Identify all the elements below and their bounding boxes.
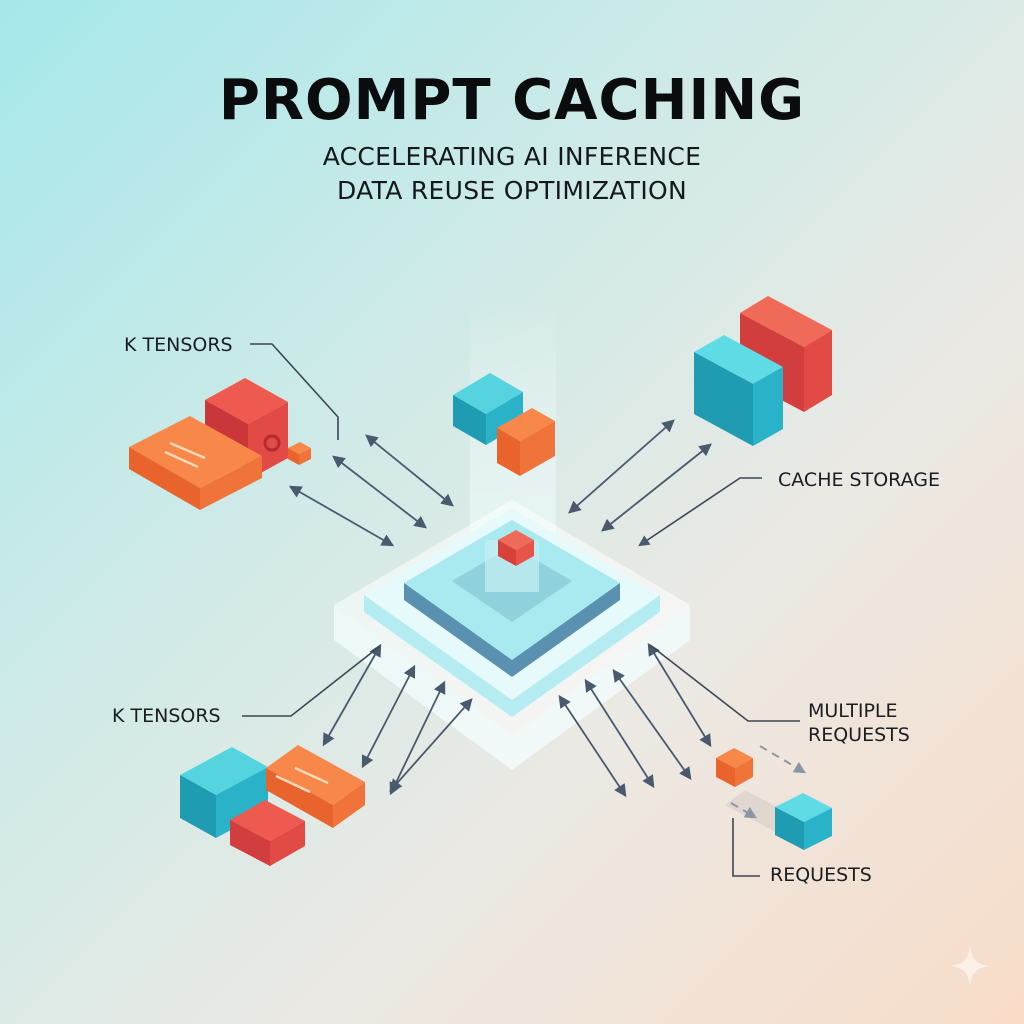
arrows-lower-right: [558, 642, 712, 798]
leader-k-tensors-bottom: [242, 645, 381, 717]
k-tensors-top-blocks: [129, 378, 311, 510]
label-requests: REQUESTS: [770, 864, 872, 886]
leader-requests: [732, 818, 760, 877]
label-k-tensors-top: K TENSORS: [124, 334, 233, 356]
leader-multiple-requests: [649, 644, 800, 722]
subtitle-line-1: ACCELERATING AI INFERENCE: [322, 142, 702, 171]
sparkle-icon: [950, 946, 990, 986]
leader-k-tensors-top: [250, 343, 339, 440]
arrows-lower-left: [322, 643, 473, 796]
requests-blocks: [716, 745, 832, 850]
arrows-upper-left: [288, 434, 454, 547]
top-center-blocks: [453, 373, 555, 476]
cached-token-cube: [498, 530, 534, 566]
subtitle-line-2: DATA REUSE OPTIMIZATION: [337, 176, 687, 205]
label-k-tensors-bottom: K TENSORS: [112, 705, 221, 727]
cache-storage-blocks: [694, 296, 832, 446]
label-multiple-requests-line1: MULTIPLE: [808, 700, 898, 722]
label-multiple-requests-line2: REQUESTS: [808, 724, 910, 746]
k-tensors-bottom-blocks: [180, 745, 365, 866]
label-cache-storage: CACHE STORAGE: [778, 469, 940, 491]
label-multiple-requests: MULTIPLE REQUESTS: [808, 699, 910, 747]
arrows-upper-right: [568, 419, 712, 532]
page-title: PROMPT CACHING: [218, 68, 806, 133]
leader-cache-storage: [638, 477, 762, 547]
